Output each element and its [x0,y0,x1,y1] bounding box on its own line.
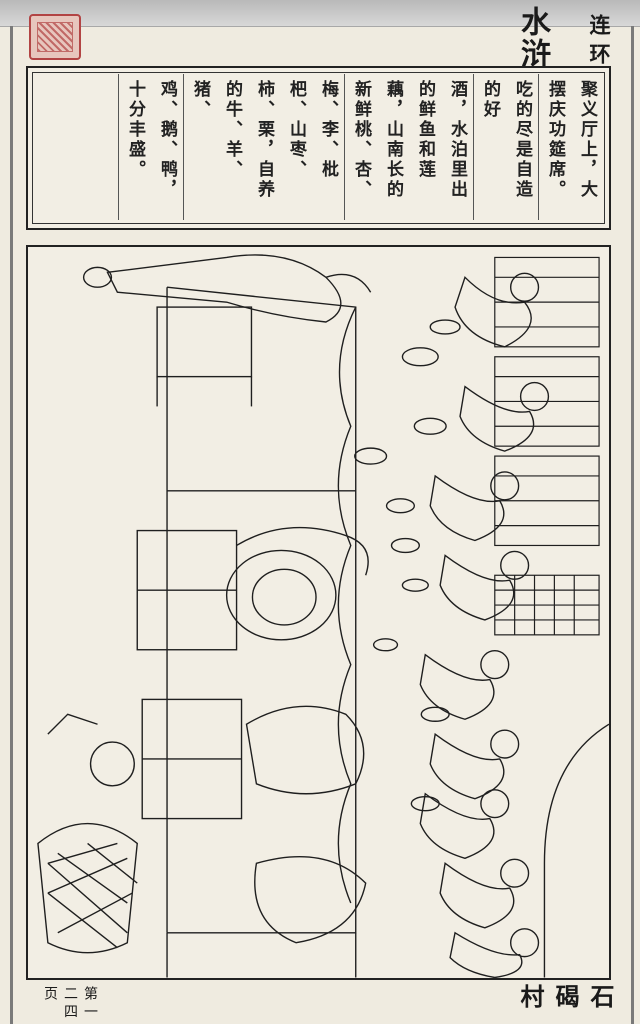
banquet-illustration [26,245,611,980]
text-line: 鸡、鹅、鸭，十分丰盛。 [118,74,183,220]
right-border-line [631,26,634,1024]
text-columns: 聚义厅上，大摆庆功筵席。 吃的尽是自造的好 酒，水泊里出的鲜鱼和莲藕，山南长的新… [118,74,603,220]
central-figures [225,526,369,944]
scene-caption: 石碣村 [516,984,615,1016]
banquet-table [166,286,357,978]
lattice-window [494,256,600,636]
seated-figures [419,272,550,978]
text-line: 吃的尽是自造的好 [473,74,538,220]
left-border-line [10,26,13,1024]
standing-servant [82,254,372,323]
doorway [543,723,609,978]
text-panel: 聚义厅上，大摆庆功筵席。 吃的尽是自造的好 酒，水泊里出的鲜鱼和莲藕，山南长的新… [26,66,611,230]
text-line: 酒，水泊里出的鲜鱼和莲藕，山南长的新鲜桃、杏、 [344,74,473,220]
fruit-basket [37,713,138,954]
text-line: 梅、李、枇杷、山枣、柿、栗，自养的牛、羊、猪、 [183,74,344,220]
top-strip [0,0,640,27]
text-line: 聚义厅上，大摆庆功筵席。 [538,74,603,220]
seal-stamp-icon [29,14,81,60]
side-table [136,306,253,820]
page-number: 第一二四页 [42,986,98,1022]
dishes [354,319,461,812]
